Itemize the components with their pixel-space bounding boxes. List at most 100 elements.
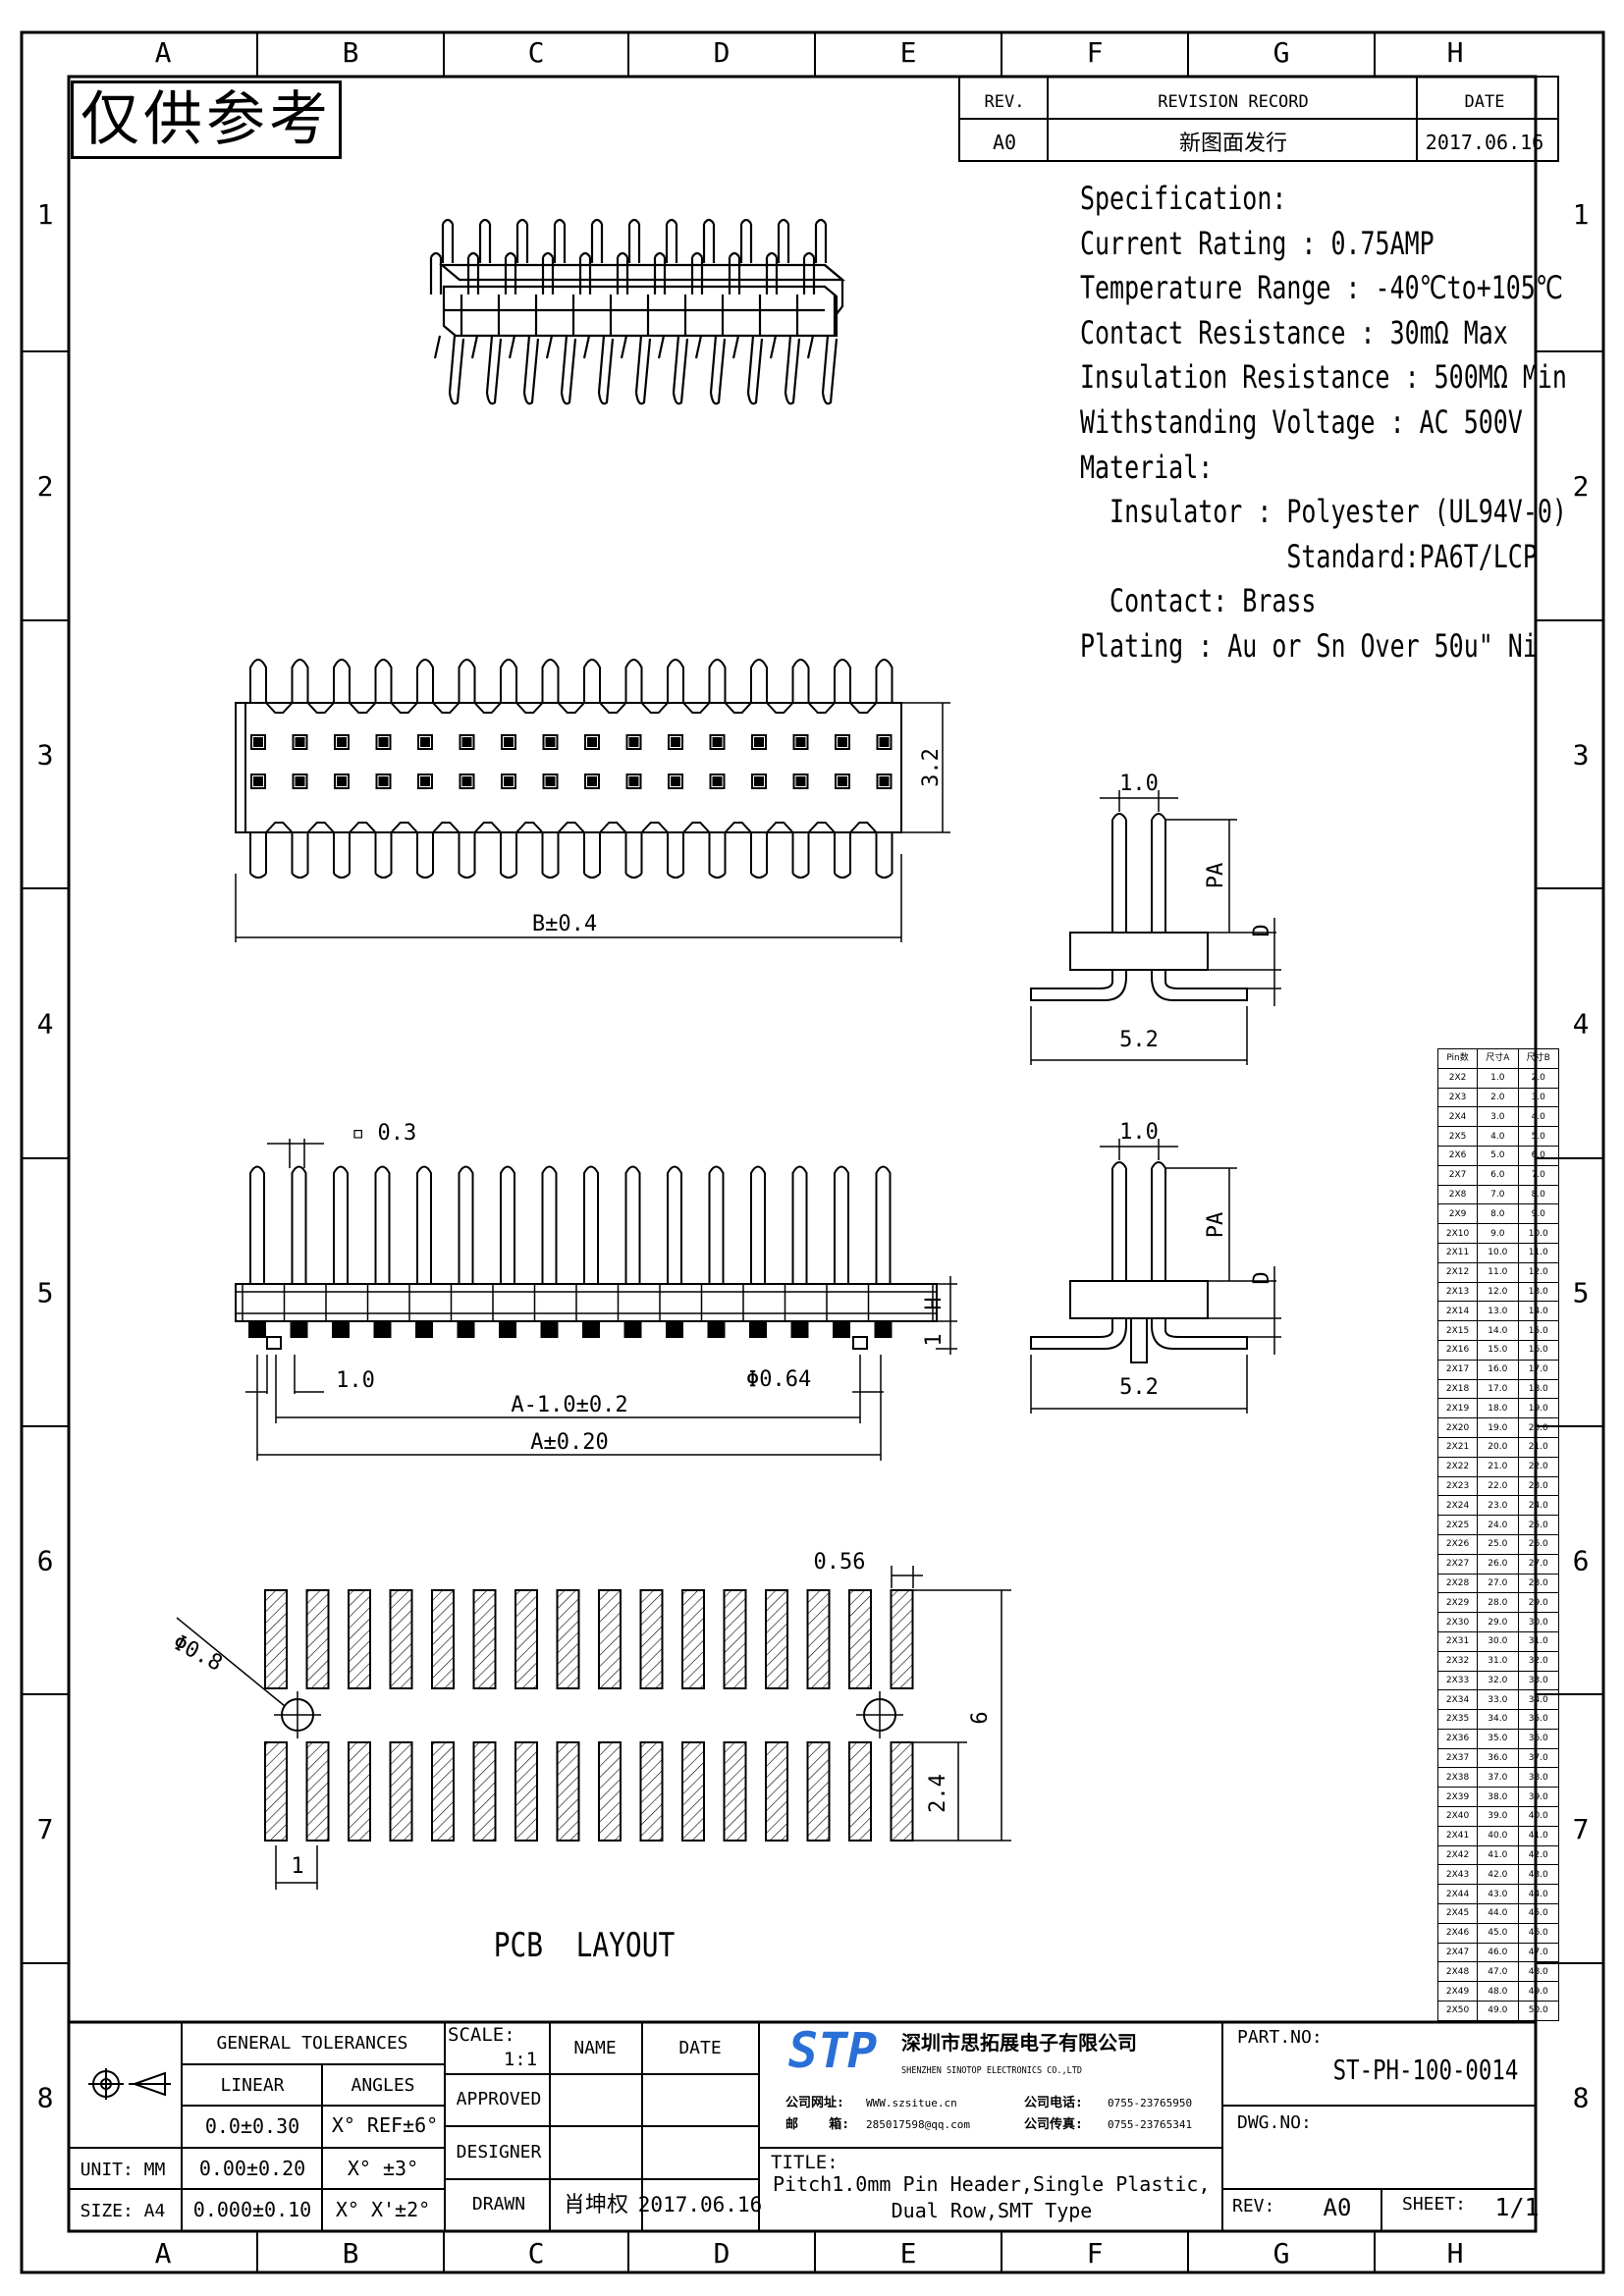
pin-table-cell: 26.0 <box>1477 1553 1519 1575</box>
pin-table-cell: 2X19 <box>1436 1398 1479 1419</box>
frame-column-label: E <box>900 2237 917 2269</box>
title-line-1: Pitch1.0mm Pin Header,Single Plastic, <box>773 2172 1211 2196</box>
pin-table-cell: 48.0 <box>1477 1981 1519 2002</box>
pin-table-cell: 13.0 <box>1477 1301 1519 1322</box>
pin-table-cell: 39.0 <box>1517 1787 1560 1808</box>
pin-table-cell: 35.0 <box>1517 1709 1560 1730</box>
pin-table-cell: 50.0 <box>1517 2001 1560 2021</box>
frame-row-label: 4 <box>37 1008 54 1041</box>
pin-table-cell: 28.0 <box>1477 1592 1519 1614</box>
dim-phi-0-64: Φ0.64 <box>746 1367 811 1392</box>
pin-table-cell: 14.0 <box>1477 1320 1519 1341</box>
spec-line: Standard:PA6T/LCP <box>1080 537 1538 575</box>
pin-table-cell: 2X17 <box>1436 1359 1479 1380</box>
pin-table-cell: 18.0 <box>1517 1378 1560 1400</box>
pin-table-cell: 2X20 <box>1436 1417 1479 1438</box>
frame-row-label: 6 <box>37 1545 54 1577</box>
pin-table-cell: 6.0 <box>1477 1164 1519 1186</box>
pin-table-cell: 9.0 <box>1517 1203 1560 1225</box>
pin-table-cell: 41.0 <box>1477 1844 1519 1866</box>
pin-table-cell: 27.0 <box>1477 1573 1519 1594</box>
pin-table-cell: 31.0 <box>1477 1650 1519 1672</box>
angle-tol-1: X° REF±6° <box>332 2113 438 2137</box>
isometric-view <box>429 218 846 405</box>
linear-tol-3: 0.000±0.10 <box>193 2198 311 2221</box>
pin-table-cell: 2X26 <box>1436 1533 1479 1555</box>
fax-value: 0755-23765341 <box>1108 2118 1192 2131</box>
title-block-lines <box>69 2020 1536 2231</box>
pin-table-header-cell: 尺寸B <box>1517 1048 1560 1069</box>
pin-table-cell: 2X30 <box>1436 1612 1479 1632</box>
sheet-label: SHEET: <box>1402 2194 1466 2215</box>
spec-line: Insulation Resistance : 500MΩ Min <box>1080 358 1567 397</box>
general-tolerances: GENERAL TOLERANCES <box>216 2033 407 2054</box>
pin-table-cell: 36.0 <box>1517 1728 1560 1749</box>
frame-row-label: 3 <box>37 739 54 772</box>
angle-tol-2: X° ±3° <box>348 2157 418 2180</box>
reference-only-stamp: 仅供参考 <box>71 80 342 159</box>
dwg-no-label: DWG.NO: <box>1237 2112 1312 2133</box>
pin-table-cell: 2X25 <box>1436 1515 1479 1535</box>
pin-table-cell: 23.0 <box>1517 1475 1560 1497</box>
pin-table-cell: 13.0 <box>1517 1281 1560 1303</box>
pin-table-cell: 15.0 <box>1517 1320 1560 1341</box>
pin-table-cell: 2X8 <box>1436 1184 1479 1205</box>
pin-table-cell: 2X23 <box>1436 1475 1479 1497</box>
pin-table-cell: 2X41 <box>1436 1825 1479 1846</box>
pin-table-cell: 29.0 <box>1477 1612 1519 1632</box>
pin-table-cell: 2X37 <box>1436 1747 1479 1769</box>
pin-table-cell: 44.0 <box>1517 1884 1560 1905</box>
company-name-cn: 深圳市思拓展电子有限公司 <box>901 2031 1137 2055</box>
company-name-en: SHENZHEN SINOTOP ELECTRONICS CO.,LTD <box>901 2064 1082 2076</box>
frame-row-label: 1 <box>37 198 54 231</box>
projection-symbol-icon <box>88 2068 171 2100</box>
pin-table-cell: 45.0 <box>1477 1922 1519 1944</box>
pin-table-cell: 25.0 <box>1517 1515 1560 1535</box>
pin-table-cell: 2X44 <box>1436 1884 1479 1905</box>
drawn-date: 2017.06.16 <box>638 2193 762 2216</box>
pin-table-cell: 2X14 <box>1436 1301 1479 1322</box>
approved-label: APPROVED <box>457 2089 542 2109</box>
fax-label: 公司传真: <box>1024 2116 1083 2132</box>
rev-header: REV. <box>985 92 1025 112</box>
dim-side-d-b: D <box>1250 1271 1274 1284</box>
pin-table-cell: 15.0 <box>1477 1339 1519 1361</box>
pin-table-cell: 2X49 <box>1436 1981 1479 2002</box>
pin-table-cell: 8.0 <box>1477 1203 1519 1225</box>
spec-line: Contact Resistance : 30mΩ Max <box>1080 313 1508 351</box>
company-logo: STP <box>788 2022 877 2079</box>
frame-column-label: G <box>1273 36 1290 69</box>
pin-table-cell: 36.0 <box>1477 1747 1519 1769</box>
dim-side-pitch-b: 1.0 <box>1119 1120 1159 1145</box>
pin-table-cell: 2X22 <box>1436 1456 1479 1477</box>
pin-table-cell: 37.0 <box>1477 1767 1519 1789</box>
pin-table-cell: 28.0 <box>1517 1573 1560 1594</box>
spec-line: Temperature Range : -40℃to+105℃ <box>1080 269 1563 307</box>
angles-header: ANGLES <box>351 2075 414 2096</box>
side-views <box>1030 790 1281 1414</box>
pin-table-cell: 18.0 <box>1477 1398 1519 1419</box>
pin-table-cell: 30.0 <box>1517 1612 1560 1632</box>
rev-value-block: A0 <box>1324 2194 1352 2221</box>
pin-table-cell: 2X47 <box>1436 1942 1479 1963</box>
pin-table-header-cell: 尺寸A <box>1477 1048 1519 1069</box>
frame-column-label: F <box>1087 36 1104 69</box>
frame-column-label: C <box>528 36 545 69</box>
